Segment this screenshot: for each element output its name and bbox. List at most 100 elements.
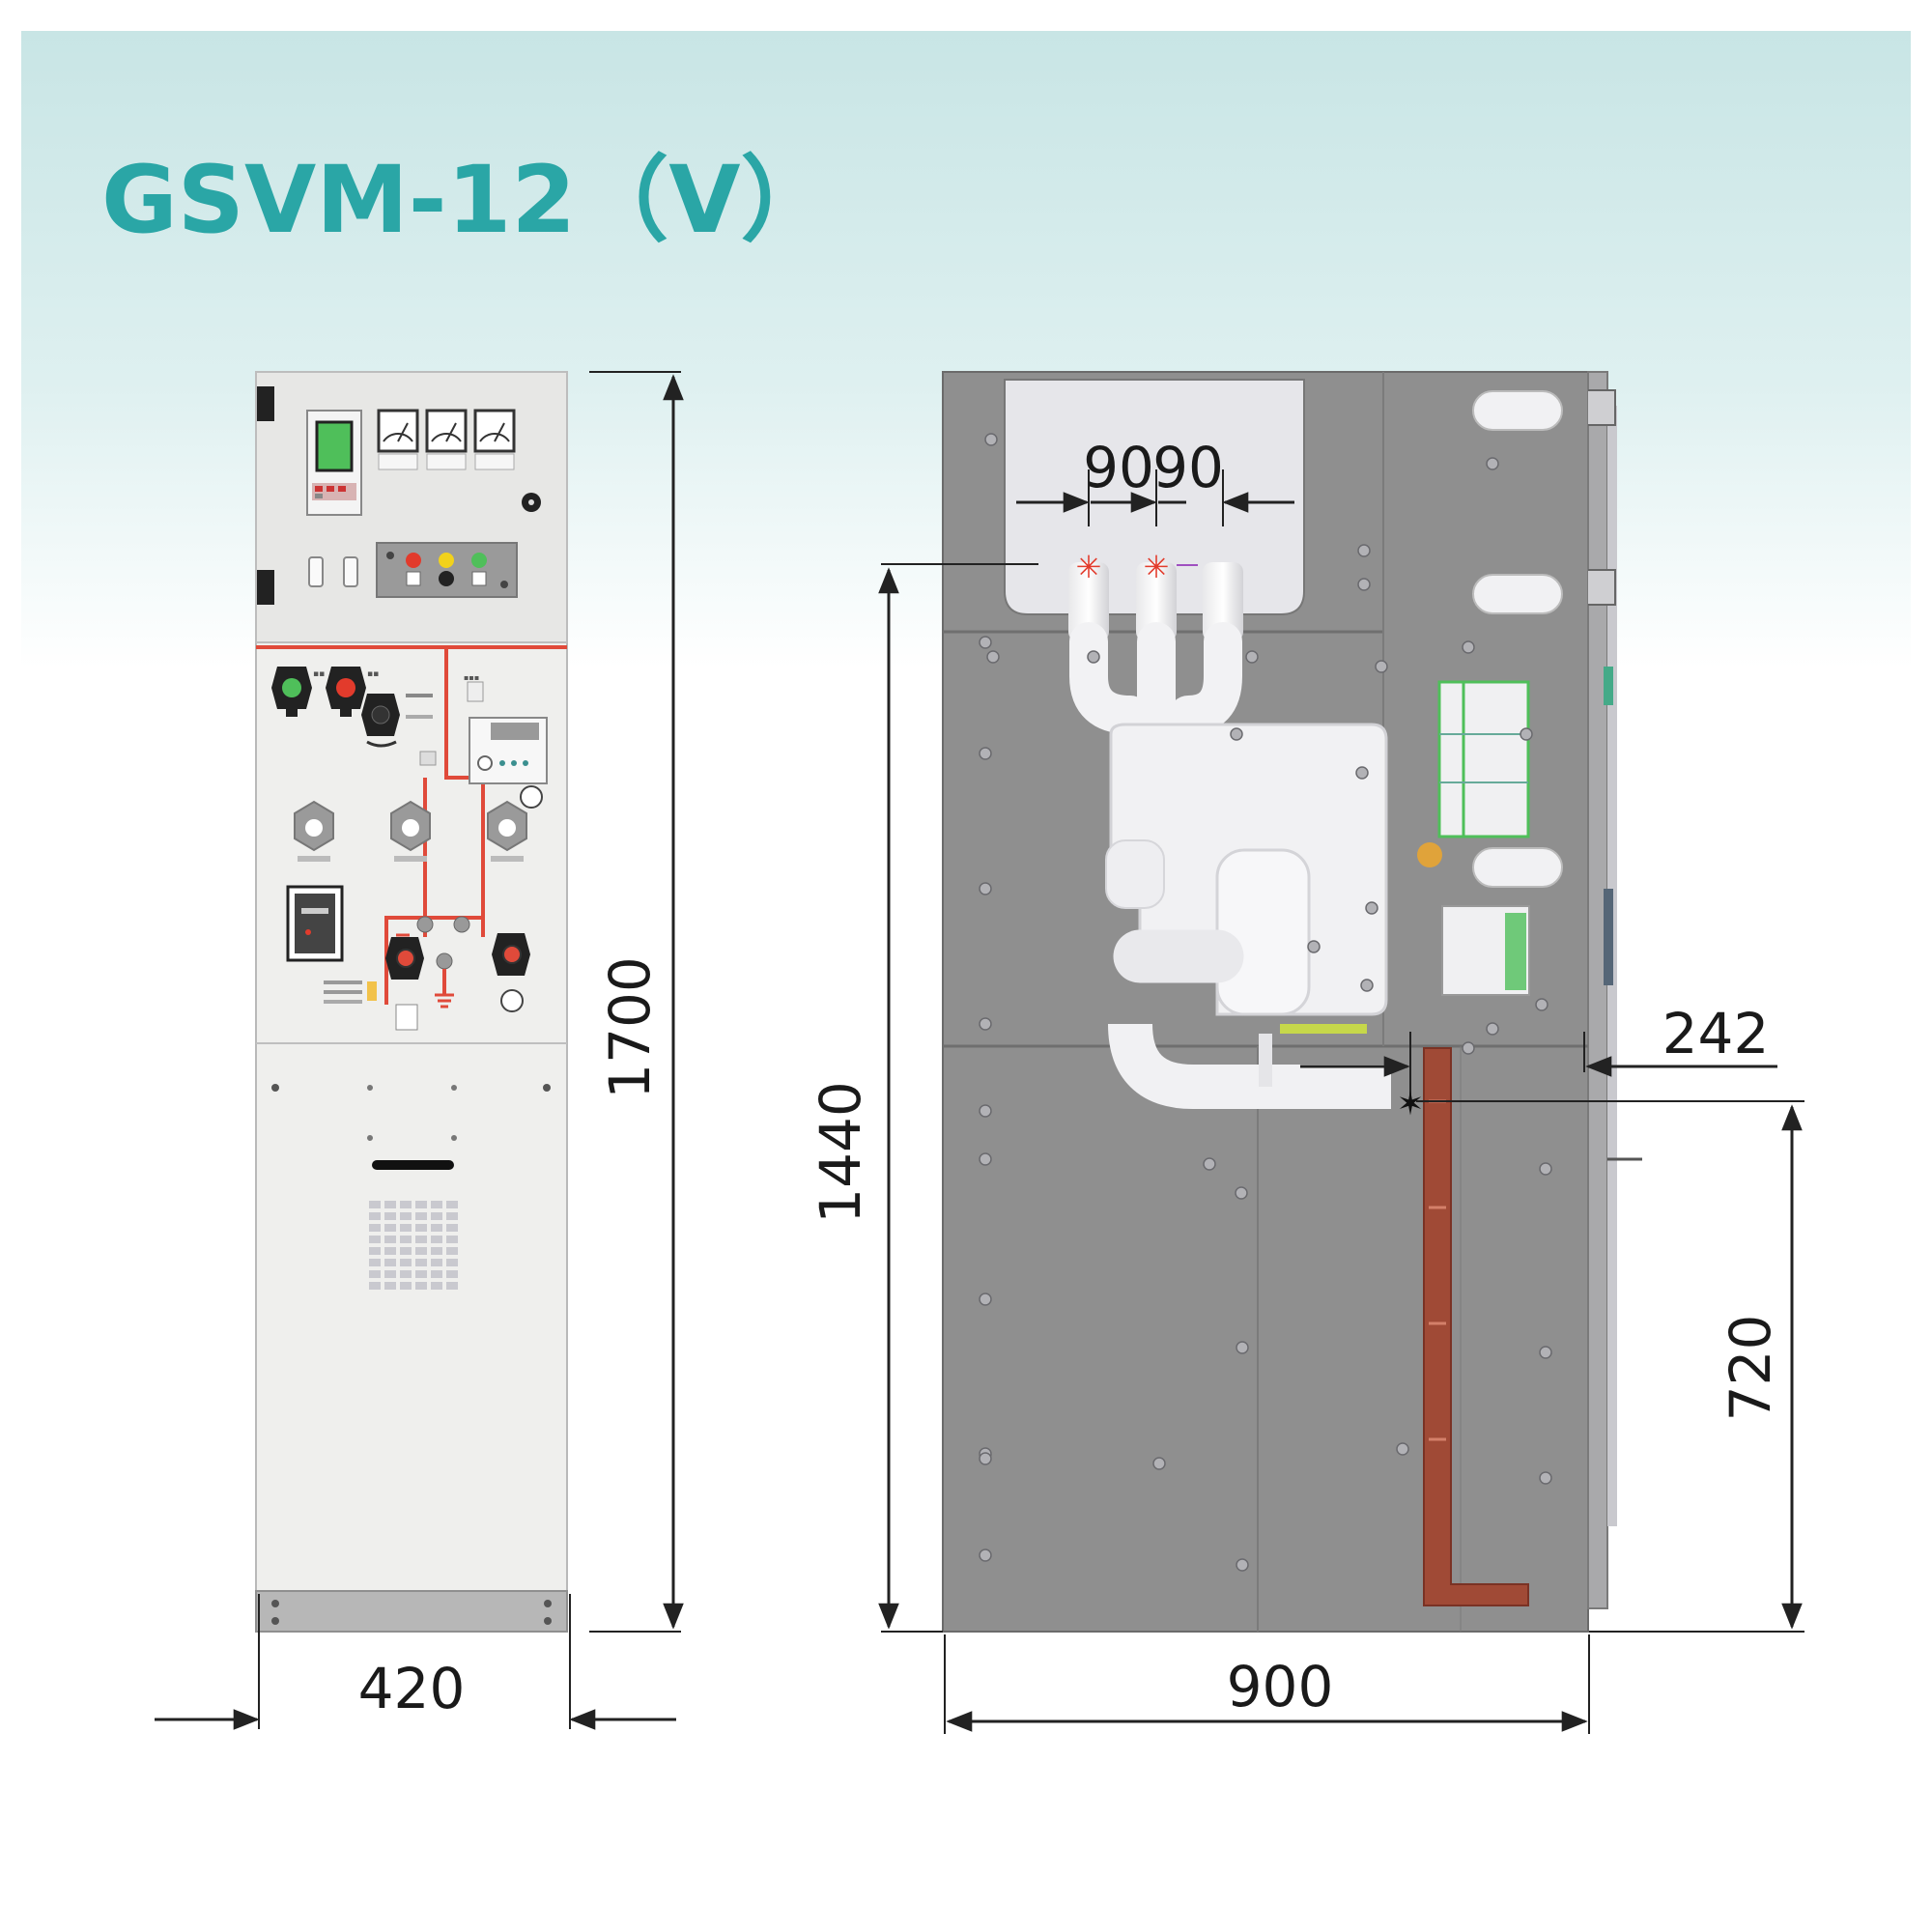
bolt-hole [1235, 1186, 1248, 1200]
operating-port-icon [502, 945, 522, 964]
cable-bushing-icon [1203, 562, 1243, 641]
bolt-hole [979, 1452, 992, 1465]
bolt-hole [1462, 640, 1475, 654]
bolt-hole [979, 1152, 992, 1166]
svg-text:▪▪: ▪▪ [313, 669, 325, 679]
svg-text:▪▪: ▪▪ [367, 669, 379, 679]
vent-slot [431, 1259, 442, 1266]
fuse-holder-icon [343, 556, 358, 587]
vent-slot [446, 1236, 458, 1243]
vent-slot [431, 1282, 442, 1290]
dim-phase-pitch-1: 90 [1083, 435, 1154, 500]
svg-text:✳: ✳ [1076, 549, 1102, 585]
vent-slot [446, 1282, 458, 1290]
vent-slot [384, 1270, 396, 1278]
vent-slot [369, 1236, 381, 1243]
bolt-hole [1365, 901, 1378, 915]
bolt-hole [979, 882, 992, 895]
indicator-panel [376, 542, 518, 598]
gauge-icon [520, 785, 543, 809]
vent-slot [384, 1247, 396, 1255]
dim-width-front: 420 [358, 1656, 466, 1721]
earth-busbar [1423, 1047, 1529, 1606]
power-meter-icon [473, 409, 516, 470]
vent-slot [400, 1270, 412, 1278]
red-indicator-icon [406, 553, 421, 568]
operation-mimic-panel: ▪▪ ▪▪ ▪▪▪ [271, 647, 548, 1031]
vent-slot [431, 1270, 442, 1278]
bolt-hole [979, 1548, 992, 1562]
dim-phase-pitch-2: 90 [1152, 435, 1224, 500]
svg-text:✶: ✶ [1397, 1085, 1425, 1123]
bolt-hole [979, 636, 992, 649]
vent-slot [400, 1259, 412, 1266]
bolt-hole [1375, 660, 1388, 673]
bolt-hole [1355, 766, 1369, 780]
bolt-hole [1520, 727, 1533, 741]
vent-slot [431, 1247, 442, 1255]
bolt-hole [1236, 1558, 1249, 1572]
dim-width-side: 900 [1227, 1654, 1334, 1719]
vent-slot [415, 1236, 427, 1243]
bolt-hole [984, 433, 998, 446]
vent-slot [384, 1201, 396, 1208]
svg-text:▪▪▪: ▪▪▪ [464, 673, 479, 682]
bolt-hole [986, 650, 1000, 664]
bolt-hole [1396, 1442, 1409, 1456]
side-rear-panel [1587, 371, 1608, 1609]
bolt-hole [1152, 1457, 1166, 1470]
cable-socket-icon [294, 800, 334, 862]
bolt-hole [1203, 1157, 1216, 1171]
vent-slot [431, 1236, 442, 1243]
bolt-hole [1245, 650, 1259, 664]
vent-slot [446, 1270, 458, 1278]
operating-port-icon [396, 949, 415, 968]
relay-display-icon [315, 420, 354, 472]
door-hinge-bottom [257, 570, 274, 605]
front-view-dimensions: 1700 420 [155, 371, 684, 1730]
ammeter-icon [377, 409, 419, 470]
vent-slot [400, 1282, 412, 1290]
terminal-block [1437, 680, 1530, 838]
vent-slot [415, 1270, 427, 1278]
orange-part-icon [1417, 842, 1442, 867]
bolt-hole [1236, 1341, 1249, 1354]
bolt-hole [1539, 1162, 1552, 1176]
vent-slot [384, 1212, 396, 1220]
vent-slot [415, 1259, 427, 1266]
vent-slot [415, 1201, 427, 1208]
bolt-holes [979, 433, 1552, 1572]
dim-height-busbar: 720 [1718, 1315, 1783, 1422]
open-button-icon [336, 678, 355, 697]
slot-icon [1472, 390, 1563, 431]
bolt-hole [1357, 544, 1371, 557]
ventilation-grille [369, 1201, 458, 1290]
bolt-hole [979, 747, 992, 760]
vent-slot [446, 1247, 458, 1255]
vent-slot [400, 1247, 412, 1255]
side-view: ✳ ✳ [942, 371, 1642, 1633]
vent-slot [415, 1282, 427, 1290]
vent-slot [446, 1212, 458, 1220]
vent-slot [369, 1282, 381, 1290]
bolt-hole [1307, 940, 1321, 953]
green-indicator-icon [471, 553, 487, 568]
side-view-dimensions: 90 90 1440 900 242 ✶ 720 [808, 435, 1804, 1734]
slot-icon [1472, 847, 1563, 888]
bolt-hole [1087, 650, 1100, 664]
cable-bushing-icon [1068, 562, 1109, 641]
vent-slot [384, 1259, 396, 1266]
svg-text:✳: ✳ [1144, 549, 1170, 585]
vent-slot [446, 1259, 458, 1266]
vent-slot [431, 1224, 442, 1232]
vent-slot [369, 1270, 381, 1278]
dim-height-cable: 1440 [808, 1081, 873, 1224]
vent-slot [415, 1212, 427, 1220]
bolt-hole [1462, 1041, 1475, 1055]
vent-slot [415, 1224, 427, 1232]
yellow-indicator-icon [439, 553, 454, 568]
bolt-hole [979, 1017, 992, 1031]
selector-knob-icon [371, 705, 390, 724]
bolt-hole [1360, 979, 1374, 992]
